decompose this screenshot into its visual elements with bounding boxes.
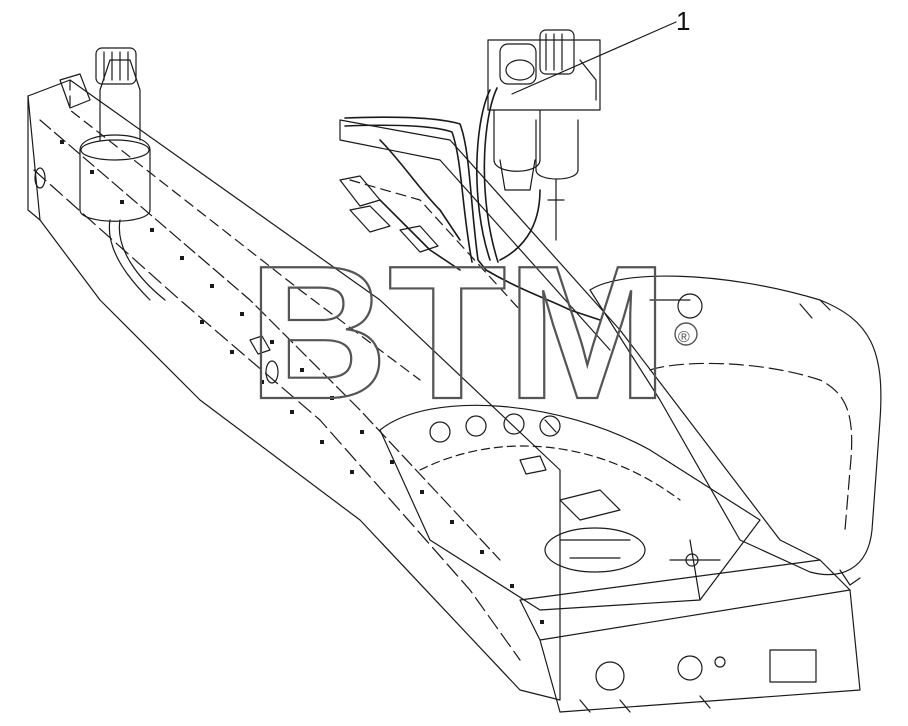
registered-mark: ® bbox=[678, 329, 690, 346]
rear-cross-member bbox=[519, 559, 861, 713]
mounting-brackets bbox=[249, 175, 547, 475]
callout-label-1: 1 bbox=[676, 6, 691, 36]
callout-leader-line bbox=[511, 21, 677, 95]
left-air-spring-assembly bbox=[59, 47, 166, 301]
wiring-harness bbox=[344, 87, 601, 321]
fifth-wheel-plate bbox=[379, 404, 761, 611]
registered-mark-circle bbox=[674, 322, 698, 346]
filter-valve-assembly bbox=[487, 29, 601, 241]
btm-watermark: BTM ® bbox=[248, 248, 698, 438]
left-frame-rail bbox=[27, 79, 561, 701]
fuel-tank bbox=[589, 275, 882, 586]
watermark-text: BTM bbox=[248, 248, 668, 438]
